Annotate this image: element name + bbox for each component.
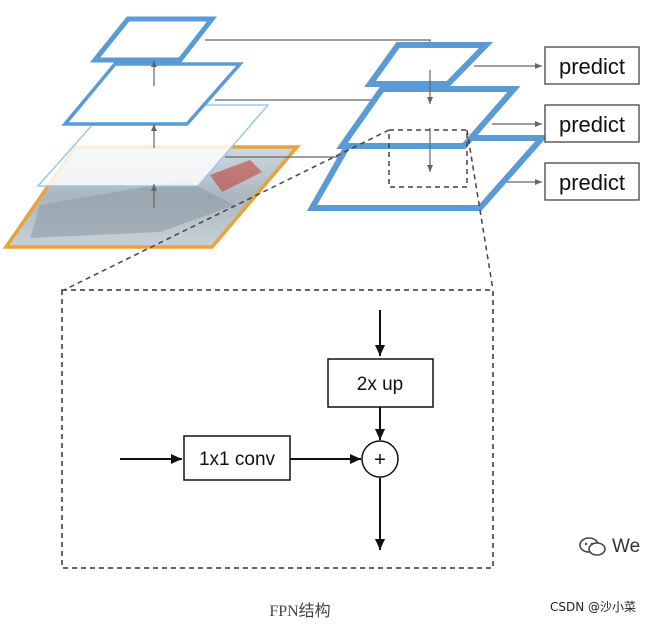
pyramid-level-top (364, 42, 494, 87)
predict-box-top: predict (544, 46, 640, 85)
pyramid-level-bottom (306, 135, 549, 211)
figure-caption: FPN结构 (269, 603, 331, 620)
zoom-indicator (63, 129, 494, 291)
conv-box: 1x1 conv (183, 435, 291, 481)
wechat-icon (579, 537, 606, 556)
upsample-box: 2x up (327, 358, 434, 408)
conv-label: 1x1 conv (199, 449, 276, 470)
predict-outputs: predict predict predict (474, 46, 640, 201)
upsample-label: 2x up (357, 374, 403, 395)
sum-node: + (361, 440, 399, 478)
predict-label-top: predict (559, 54, 625, 79)
predict-box-middle: predict (544, 104, 640, 143)
predict-label-middle: predict (559, 112, 625, 137)
feature-layer-3 (89, 16, 218, 63)
detail-panel-border (61, 289, 494, 569)
wechat-watermark: We (578, 536, 640, 558)
predict-box-bottom: predict (544, 162, 640, 201)
predict-label-bottom: predict (559, 170, 625, 195)
csdn-watermark: CSDN @沙小菜 (549, 600, 636, 614)
detail-panel: 2x up 1x1 conv + (61, 289, 494, 569)
sum-symbol: + (374, 449, 386, 471)
feature-layer-2 (61, 62, 244, 126)
wechat-text: We (612, 536, 641, 557)
